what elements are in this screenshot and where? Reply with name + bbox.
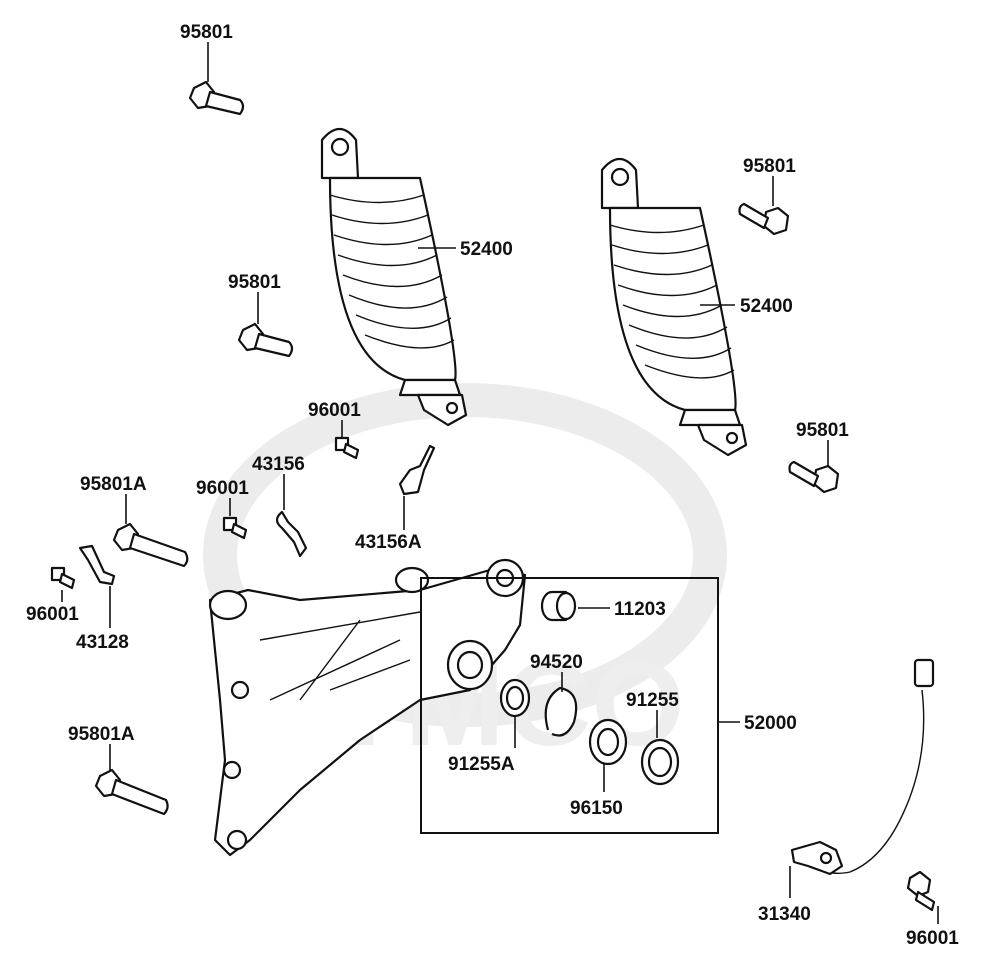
bolt-top-left (188, 80, 245, 116)
bearing-96150 (588, 718, 628, 766)
label-91255a: 91255A (448, 754, 515, 775)
assembly-52000-box (420, 577, 719, 834)
shock-absorber-right (600, 157, 748, 457)
screw-b (222, 516, 248, 540)
label-52400-left: 52400 (460, 239, 513, 260)
label-43156a: 43156A (355, 532, 422, 553)
label-96001-a: 96001 (308, 400, 361, 421)
clamp-43156a (398, 444, 436, 496)
bushing-11203 (540, 590, 577, 622)
label-95801-mid-right: 95801 (796, 420, 849, 441)
label-91255: 91255 (626, 690, 679, 711)
label-52000: 52000 (744, 713, 797, 734)
label-95801a-top: 95801A (80, 474, 147, 495)
screw-d (906, 870, 936, 912)
label-52400-right: 52400 (740, 296, 793, 317)
labels: 95801 52400 95801 95801 52400 95801 9600… (26, 22, 959, 949)
bolt-long-top (112, 522, 189, 568)
clamp-43128 (78, 544, 116, 586)
label-95801-top-right: 95801 (743, 156, 796, 177)
label-96001-d: 96001 (906, 928, 959, 949)
label-96150: 96150 (570, 798, 623, 819)
label-95801-mid-left: 95801 (228, 272, 281, 293)
seal-91255a (499, 678, 531, 718)
seal-91255 (640, 738, 680, 786)
label-11203: 11203 (614, 599, 666, 620)
clamp-43156 (275, 510, 308, 558)
leader-lines (61, 42, 939, 924)
screw-c (50, 566, 76, 590)
label-96001-b: 96001 (196, 478, 249, 499)
label-96001-c: 96001 (26, 604, 79, 625)
bolt-mid-left (237, 322, 294, 358)
label-43128: 43128 (76, 632, 129, 653)
label-95801-top-left: 95801 (180, 22, 233, 43)
label-94520: 94520 (530, 652, 583, 673)
bolt-top-right (738, 202, 790, 236)
circlip-94520 (544, 686, 578, 737)
screw-a (334, 436, 360, 460)
label-95801a-bottom: 95801A (68, 724, 135, 745)
bolt-long-bottom (94, 768, 169, 816)
shock-absorber-left (320, 127, 468, 427)
label-31340: 31340 (758, 904, 811, 925)
label-43156: 43156 (252, 454, 305, 475)
bolt-mid-right (788, 460, 840, 494)
sensor-31340 (790, 658, 935, 876)
